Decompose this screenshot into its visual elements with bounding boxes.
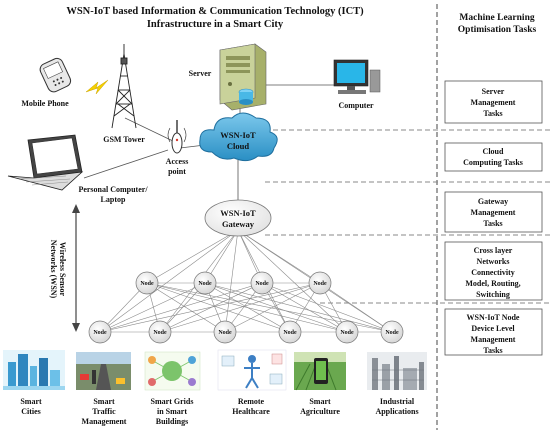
sensor-node-upper-1: Node	[135, 271, 159, 295]
diagram-title-line1: WSN-IoT based Information & Communicatio…	[66, 6, 364, 17]
sensor-node-lower-2: Node	[148, 320, 172, 344]
svg-text:Smart: Smart	[20, 397, 42, 406]
node-label: Node	[140, 281, 154, 287]
task-box-server-management: Server Management Tasks	[444, 80, 543, 124]
gsm-tower-icon	[111, 44, 137, 129]
node-label: Node	[218, 330, 232, 336]
laptop-label-1: Personal Computer/	[78, 185, 148, 194]
computer-icon	[333, 59, 381, 94]
svg-text:Computing Tasks: Computing Tasks	[463, 158, 523, 167]
svg-text:Gateway: Gateway	[478, 197, 508, 206]
svg-text:Tasks: Tasks	[483, 219, 502, 228]
svg-text:Buildings: Buildings	[156, 417, 188, 426]
svg-text:Networks: Networks	[477, 257, 510, 266]
mobile-phone-icon	[39, 57, 72, 93]
sensor-node-upper-4: Node	[308, 271, 332, 295]
wsn-range-arrow	[72, 204, 80, 332]
app-label-smart-agriculture: Smart Agriculture	[300, 397, 340, 416]
node-label: Node	[340, 330, 354, 336]
task-box-cross-layer: Cross layer Networks Connectivity Model,…	[444, 241, 543, 301]
svg-text:Tasks: Tasks	[483, 346, 502, 355]
svg-text:Management: Management	[471, 208, 516, 217]
svg-text:Applications: Applications	[375, 407, 418, 416]
ml-header-line1: Machine Learning	[459, 13, 534, 23]
app-label-remote-healthcare: Remote Healthcare	[232, 397, 270, 416]
node-label: Node	[255, 281, 269, 287]
svg-text:Healthcare: Healthcare	[232, 407, 270, 416]
sensor-node-lower-6: Node	[380, 320, 404, 344]
svg-text:Smart: Smart	[93, 397, 115, 406]
app-label-smart-grids: Smart Grids in Smart Buildings	[151, 397, 194, 426]
svg-text:Cross layer: Cross layer	[474, 246, 513, 255]
svg-text:Management: Management	[471, 98, 516, 107]
server-icon	[219, 43, 267, 111]
diagram-title-line2: Infrastructure in a Smart City	[147, 19, 284, 30]
wsn-label-1: Wireless Sensor	[58, 242, 67, 297]
sensor-node-upper-2: Node	[193, 271, 217, 295]
node-label: Node	[283, 330, 297, 336]
gateway-node	[204, 199, 272, 237]
cloud-label-1: WSN-IoT	[220, 130, 256, 140]
industrial-image	[367, 352, 427, 390]
svg-text:Agriculture: Agriculture	[300, 407, 340, 416]
healthcare-image	[217, 349, 287, 391]
server-label: Server	[189, 69, 212, 78]
svg-text:Management: Management	[471, 335, 516, 344]
smart-grid-image	[144, 351, 201, 391]
app-label-smart-cities: Smart Cities	[20, 397, 42, 416]
node-label: Node	[93, 330, 107, 336]
sensor-node-upper-3: Node	[250, 271, 274, 295]
svg-text:Model, Routing,: Model, Routing,	[465, 279, 520, 288]
laptop-icon	[7, 134, 84, 191]
task-box-gateway-management: Gateway Management Tasks	[444, 191, 543, 233]
gateway-label-2: Gateway	[222, 219, 255, 229]
task-boundary-lines	[265, 129, 550, 304]
svg-text:Remote: Remote	[238, 397, 265, 406]
mobile-phone-label: Mobile Phone	[21, 99, 69, 108]
svg-text:Cities: Cities	[21, 407, 41, 416]
traffic-image	[76, 352, 131, 390]
svg-text:WSN-IoT Node: WSN-IoT Node	[467, 313, 520, 322]
cloud-icon	[199, 112, 278, 162]
app-label-smart-traffic: Smart Traffic Management	[82, 397, 127, 426]
svg-text:Cloud: Cloud	[483, 147, 504, 156]
svg-text:Traffic: Traffic	[92, 407, 116, 416]
sensor-node-lower-5: Node	[335, 320, 359, 344]
access-point-icon	[167, 120, 187, 154]
node-label: Node	[153, 330, 167, 336]
access-point-label-2: point	[168, 167, 186, 176]
laptop-label-2: Laptop	[101, 195, 126, 204]
svg-text:Industrial: Industrial	[380, 397, 415, 406]
svg-text:Tasks: Tasks	[483, 109, 502, 118]
svg-text:Device Level: Device Level	[471, 324, 515, 333]
agriculture-image	[294, 352, 346, 391]
wireless-signal-icon	[85, 79, 109, 95]
node-label: Node	[198, 281, 212, 287]
svg-text:Smart: Smart	[309, 397, 331, 406]
node-label: Node	[385, 330, 399, 336]
svg-text:in Smart: in Smart	[157, 407, 187, 416]
task-box-cloud-computing: Cloud Computing Tasks	[444, 142, 543, 172]
task-box-node-management: WSN-IoT Node Device Level Management Tas…	[444, 308, 543, 356]
svg-text:Connectivity: Connectivity	[471, 268, 515, 277]
sensor-node-lower-3: Node	[213, 320, 237, 344]
computer-label: Computer	[338, 101, 374, 110]
svg-text:Management: Management	[82, 417, 127, 426]
wsn-label-2: Networks (WSN)	[49, 240, 58, 299]
gsm-tower-label: GSM Tower	[103, 135, 145, 144]
cloud-label-2: Cloud	[227, 141, 249, 151]
svg-text:Server: Server	[482, 87, 505, 96]
smart-cities-image	[3, 350, 65, 390]
svg-text:Smart Grids: Smart Grids	[151, 397, 194, 406]
node-label: Node	[313, 281, 327, 287]
sensor-node-lower-4: Node	[278, 320, 302, 344]
svg-text:Switching: Switching	[476, 290, 510, 299]
ml-header-line2: Optimisation Tasks	[458, 25, 537, 35]
sensor-node-lower-1: Node	[88, 320, 112, 344]
access-point-label-1: Access	[166, 157, 189, 166]
gateway-label-1: WSN-IoT	[220, 208, 256, 218]
app-label-industrial: Industrial Applications	[375, 397, 418, 416]
